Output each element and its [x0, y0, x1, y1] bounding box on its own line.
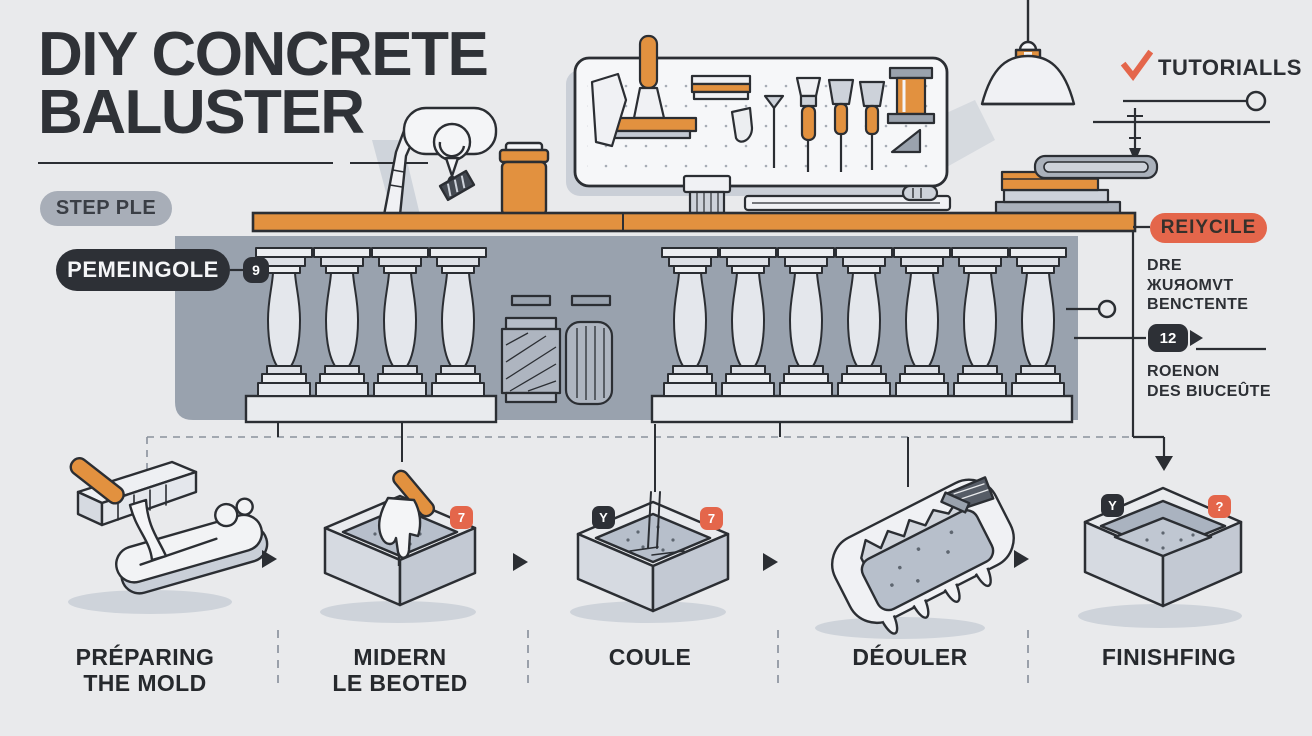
step5-number-badge: ?	[1208, 495, 1231, 518]
mixer-dispenser	[382, 106, 498, 217]
scraper-icon-2	[858, 80, 886, 170]
step-shadows	[68, 590, 1242, 639]
awl-icon	[763, 94, 785, 168]
step4-illustration	[831, 476, 1015, 635]
step-label-line: DÉOULER	[852, 644, 968, 670]
step-label-line: MIDERN	[353, 644, 447, 670]
step3-number-badge: 7	[700, 507, 723, 530]
pegboard	[573, 34, 949, 188]
step5-letter-badge: Y	[1101, 494, 1124, 517]
jar	[498, 141, 550, 217]
step-label-line: PRÉPARING	[75, 644, 215, 670]
step-pill: STEP PLE	[40, 191, 172, 226]
title-underline	[38, 162, 333, 164]
step2-number-badge: 7	[450, 506, 473, 529]
note-line: ЖUЯOMVT	[1147, 276, 1234, 294]
title-line-2: BALUSTER	[38, 78, 365, 148]
note-line: DRE	[1147, 257, 1182, 274]
right-note-1: DRE ЖUЯOMVT BENCTENTE	[1147, 256, 1248, 315]
step3-illustration	[576, 491, 730, 613]
clamp-icon	[886, 66, 936, 125]
baluster-group-right	[650, 247, 1074, 424]
step3-letter-badge: Y	[592, 506, 615, 529]
page-title: DIY CONCRETE BALUSTER	[38, 20, 489, 148]
baluster-group-left	[244, 247, 498, 424]
note-line: BENCTENTE	[1147, 296, 1249, 314]
step-label-line: FINISHFING	[1101, 644, 1237, 670]
brush-icon	[795, 76, 822, 172]
step2-illustration	[323, 469, 477, 607]
note-line: DES BIUCEÛTE	[1147, 382, 1271, 400]
step-label-3: COULE	[609, 644, 692, 670]
mold-cylinders	[500, 294, 614, 406]
step-label-line: COULE	[608, 644, 692, 670]
step-label-2: MIDERN LE BEOTED	[332, 644, 467, 697]
brush-demold-icon	[940, 476, 995, 514]
number-12-badge: 12	[1148, 324, 1188, 352]
sponge-icon	[690, 74, 752, 101]
pendant-lamp	[980, 0, 1076, 106]
step5-illustration	[1083, 486, 1243, 608]
step-arrows	[262, 550, 1029, 571]
down-arrow-icon	[1155, 456, 1173, 471]
recycle-pill: REIYCILE	[1150, 213, 1267, 243]
note-line: ROENON	[1147, 363, 1220, 380]
flow-connectors	[146, 422, 1133, 684]
step-label-line: LE BEOTED	[332, 670, 468, 697]
right-note-2: ROENON DES BIUCEÛTE	[1147, 362, 1271, 401]
name-pill: PEMEINGOLE	[56, 249, 230, 291]
step-label-1: PRÉPARING THE MOLD	[76, 644, 215, 697]
title-line-1: DIY CONCRETE	[38, 20, 489, 89]
check-icon	[1120, 49, 1153, 81]
tutorials-label: TUTORIALLS	[1158, 55, 1302, 80]
step-label-line: THE MOLD	[83, 670, 207, 697]
level-bar-icon	[1033, 154, 1159, 180]
name-pill-number-badge: 9	[243, 257, 269, 283]
step-label-4: DÉOULER	[852, 644, 967, 670]
sandpaper-icon	[590, 72, 628, 148]
bench-items	[682, 174, 952, 216]
play-arrow-icon	[1190, 330, 1203, 346]
triangle-tool-icon	[890, 128, 922, 154]
scraper-icon	[827, 78, 855, 172]
step-label-5: FINISHFING	[1102, 644, 1236, 670]
step1-illustration	[69, 457, 269, 595]
trowel-blade-icon	[730, 106, 754, 143]
workbench	[251, 211, 1137, 233]
callout-lines	[1033, 90, 1270, 471]
